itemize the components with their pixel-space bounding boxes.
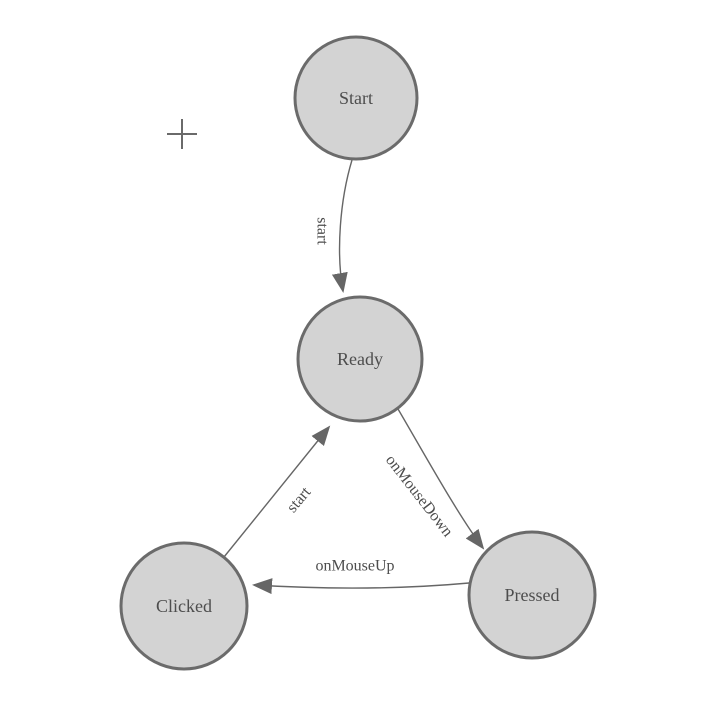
state-node-clicked[interactable]: Clicked — [119, 541, 249, 671]
edge-label-ready-to-pressed: onMouseDown — [382, 452, 456, 540]
transition-pressed-to-clicked: onMouseUp — [252, 558, 470, 595]
node-circle-start[interactable] — [293, 35, 419, 161]
state-node-ready[interactable]: Ready — [296, 295, 424, 423]
edge-label-pressed-to-clicked: onMouseUp — [315, 558, 394, 575]
node-circle-clicked[interactable] — [119, 541, 249, 671]
edge-ready-to-pressed[interactable] — [397, 408, 485, 550]
node-circle-ready[interactable] — [296, 295, 424, 423]
state-node-pressed[interactable]: Pressed — [467, 530, 597, 660]
edge-pressed-to-clicked[interactable] — [252, 578, 470, 595]
origin-crosshair — [167, 119, 197, 149]
transition-start-to-ready: start — [314, 159, 353, 293]
transition-ready-to-pressed: onMouseDown — [382, 408, 485, 550]
edge-clicked-to-ready[interactable] — [223, 425, 331, 558]
node-circle-pressed[interactable] — [467, 530, 597, 660]
edge-label-start-to-ready: start — [314, 217, 331, 245]
edge-start-to-ready[interactable] — [331, 159, 353, 293]
transition-clicked-to-ready: start — [223, 425, 331, 558]
edge-label-clicked-to-ready: start — [284, 484, 315, 516]
state-node-start[interactable]: Start — [293, 35, 419, 161]
